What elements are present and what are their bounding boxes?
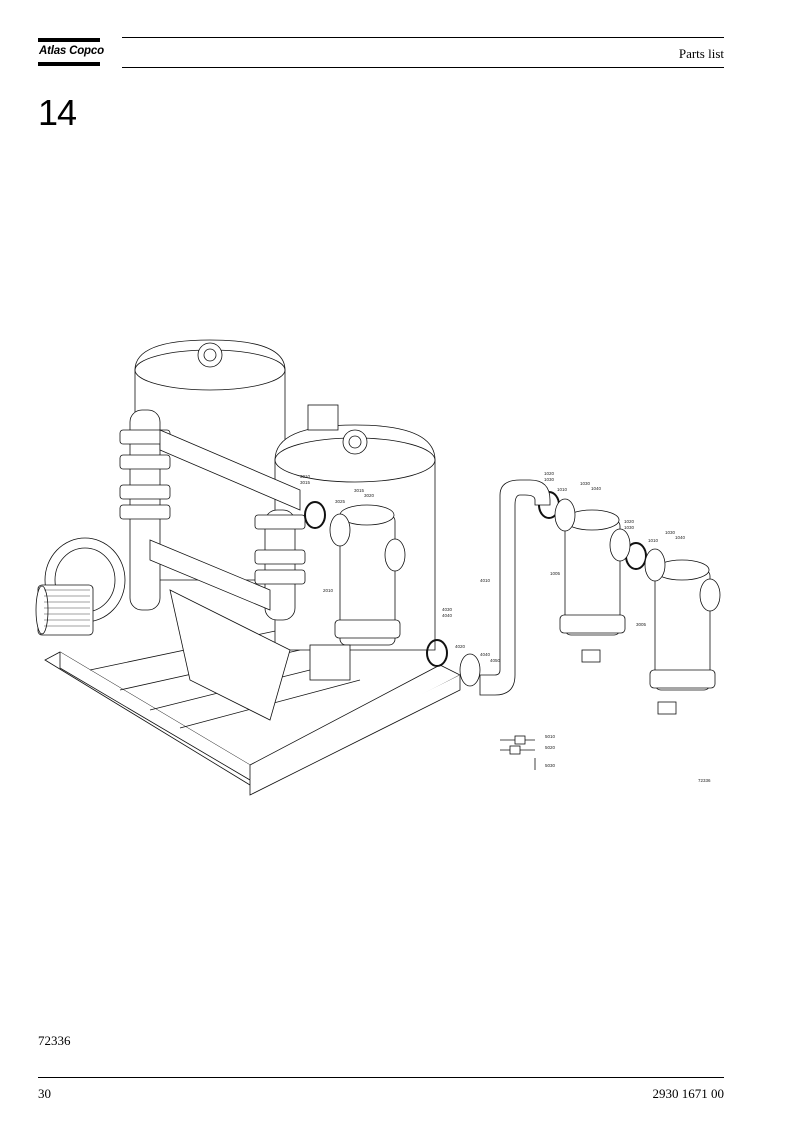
logo-text: Atlas Copco (39, 45, 104, 57)
part-label: 3020 (364, 493, 375, 498)
part-label: 1030 (665, 530, 676, 535)
document-number: 2930 1671 00 (652, 1086, 725, 1101)
exploded-parts-drawing: 3010 3015 3025 3015 3020 2010 1020 1030 … (35, 339, 721, 796)
part-label: 1040 (591, 486, 602, 491)
part-label: 1010 (648, 538, 659, 543)
part-label: 5030 (545, 763, 556, 768)
part-label: 4010 (480, 578, 491, 583)
part-label: 1030 (544, 477, 555, 482)
part-label: 1030 (580, 481, 591, 486)
part-label: 1020 (544, 471, 555, 476)
part-label: 1030 (624, 525, 635, 530)
filter-3005 (644, 548, 721, 715)
part-label: 4040 (480, 652, 491, 657)
part-label: 4030 (442, 607, 453, 612)
filter-1005 (554, 498, 631, 663)
section-title: Parts list (678, 46, 724, 61)
header-rule-top (122, 37, 724, 38)
drawing-ref: 72336 (698, 778, 711, 783)
filter-2010 (309, 504, 406, 681)
small-parts (500, 735, 536, 770)
figure-number: 72336 (38, 1033, 71, 1048)
part-label: 5010 (545, 734, 556, 739)
part-label: 4020 (455, 644, 466, 649)
part-label: 4050 (490, 658, 501, 663)
part-label: 1010 (557, 487, 568, 492)
pipe-4010 (459, 479, 551, 696)
part-label: 5020 (545, 745, 556, 750)
footer-rule (38, 1077, 724, 1078)
logo-bar-top (38, 38, 100, 42)
part-label: 3015 (354, 488, 365, 493)
part-label: 3025 (335, 499, 346, 504)
part-label: 2010 (323, 588, 334, 593)
header-rule-bottom (122, 67, 724, 68)
blower-unit (35, 537, 126, 636)
part-label: 3010 (300, 474, 311, 479)
part-label: 1005 (550, 571, 561, 576)
logo-bar-bottom (38, 62, 100, 66)
gasket-3025 (304, 501, 326, 529)
part-label: 3015 (300, 480, 311, 485)
part-label: 1020 (624, 519, 635, 524)
part-label: 3005 (636, 622, 647, 627)
chapter-number: 14 (38, 92, 77, 133)
part-label: 4040 (442, 613, 453, 618)
gasket-4020 (426, 639, 448, 667)
left-piping (119, 409, 306, 721)
page-number: 30 (38, 1086, 51, 1101)
part-label: 1040 (675, 535, 686, 540)
atlas-copco-logo: Atlas Copco (38, 38, 104, 68)
